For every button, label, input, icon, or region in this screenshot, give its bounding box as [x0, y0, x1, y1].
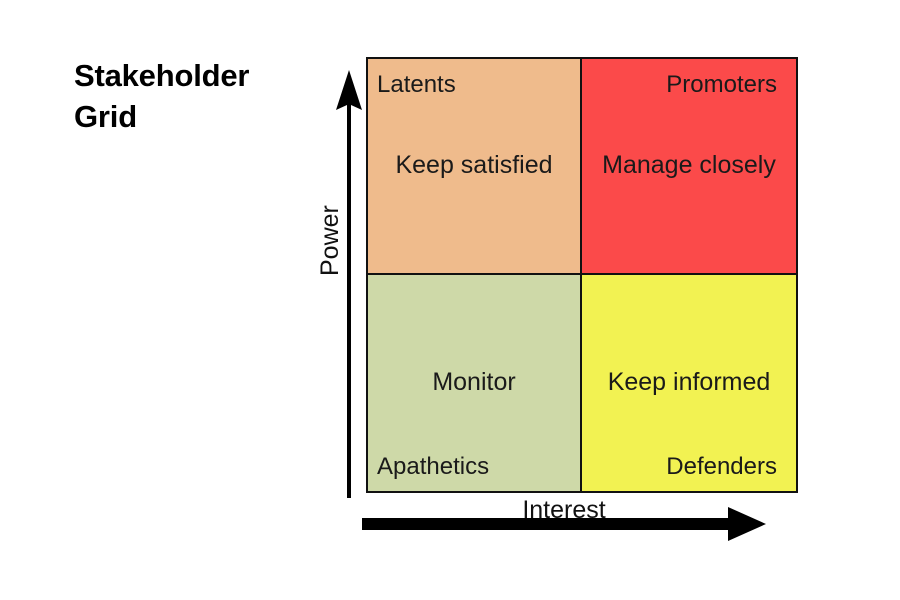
quadrant-action-label-latents: Keep satisfied: [395, 151, 553, 179]
quadrant-promoters[interactable]: Promoters Manage closely: [582, 59, 796, 275]
x-axis: [362, 496, 766, 542]
quadrant-apathetics[interactable]: Monitor Apathetics: [368, 275, 582, 491]
quadrant-group-label-latents: Latents: [377, 71, 456, 98]
title-line-1: Stakeholder: [74, 58, 250, 93]
title-line-2: Grid: [74, 98, 137, 134]
y-axis-label: Power: [316, 205, 344, 276]
quadrant-latents[interactable]: Latents Keep satisfied: [368, 59, 582, 275]
quadrant-group-label-defenders: Defenders: [666, 453, 777, 480]
quadrant-action-label-promoters: Manage closely: [602, 151, 776, 179]
quadrant-action-label-apathetics: Monitor: [432, 368, 516, 396]
arrow-right-icon: [362, 507, 766, 541]
matrix: Latents Keep satisfied Promoters Manage …: [366, 57, 798, 493]
quadrant-defenders[interactable]: Keep informed Defenders: [582, 275, 796, 491]
quadrant-group-label-apathetics: Apathetics: [377, 453, 490, 480]
page-title: Stakeholder Grid: [74, 56, 314, 138]
quadrant-group-label-promoters: Promoters: [666, 71, 777, 98]
arrow-up-icon: [336, 70, 362, 498]
y-axis: Power: [316, 70, 370, 498]
quadrant-action-label-defenders: Keep informed: [607, 368, 771, 396]
